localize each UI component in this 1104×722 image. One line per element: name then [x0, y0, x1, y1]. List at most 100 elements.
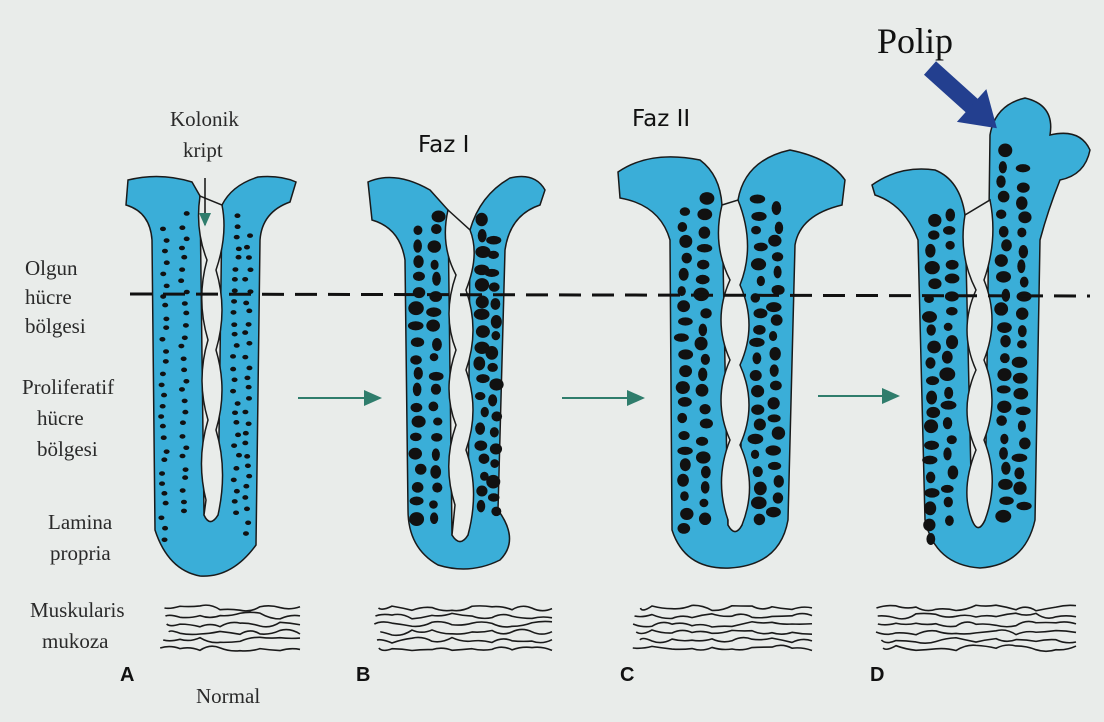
nucleus [1013, 388, 1028, 400]
nucleus [473, 357, 485, 371]
nucleus [682, 253, 692, 264]
nucleus [247, 267, 253, 272]
nucleus [751, 405, 764, 415]
nucleus [474, 309, 490, 320]
nucleus [772, 201, 782, 215]
nucleus [774, 475, 784, 488]
nucleus [160, 404, 166, 409]
nucleus [489, 282, 500, 291]
nucleus [924, 501, 936, 515]
nucleus [182, 410, 188, 415]
nucleus [476, 485, 487, 496]
nucleus [922, 311, 937, 323]
nucleus [700, 308, 711, 318]
nucleus [997, 401, 1011, 413]
nucleus [232, 277, 238, 282]
nucleus [491, 315, 502, 329]
nucleus [162, 537, 168, 542]
nucleus [234, 213, 240, 218]
nucleus [410, 433, 422, 442]
nucleus [162, 303, 168, 308]
nucleus [432, 482, 442, 492]
nucleus [696, 384, 709, 397]
nucleus [161, 457, 167, 462]
nucleus [677, 447, 692, 455]
nucleus [757, 276, 765, 286]
muscle-fiber [377, 637, 552, 643]
nucleus [163, 349, 169, 354]
nucleus [928, 214, 941, 227]
nucleus [233, 466, 239, 471]
nucleus [751, 258, 766, 270]
nucleus [750, 194, 765, 203]
nucleus [182, 399, 188, 404]
nucleus [246, 255, 252, 260]
nucleus [184, 211, 190, 216]
nucleus [426, 320, 440, 332]
nucleus [490, 443, 502, 454]
nucleus [179, 225, 185, 230]
nucleus [158, 515, 164, 520]
nucleus [432, 448, 440, 461]
muscle-fiber [169, 630, 300, 635]
nucleus [181, 356, 187, 361]
nucleus [697, 209, 712, 221]
nucleus [234, 489, 240, 494]
label-kript: kript [183, 137, 223, 164]
panel-letter-a: A [120, 664, 134, 687]
panel-letter-c: C [620, 664, 634, 687]
nucleus [679, 268, 689, 281]
nucleus [768, 414, 781, 422]
nucleus [945, 274, 960, 284]
muscle-fiber [633, 645, 812, 650]
nucleus [477, 500, 485, 512]
nucleus [1018, 325, 1027, 337]
nucleus [161, 491, 167, 496]
nucleus [701, 466, 711, 478]
nucleus [182, 475, 188, 480]
nucleus [927, 324, 936, 335]
nucleus [484, 269, 499, 277]
nucleus [677, 300, 690, 312]
nucleus [769, 331, 777, 341]
nucleus [943, 447, 951, 460]
nucleus [679, 365, 692, 377]
nucleus [770, 381, 782, 391]
nucleus [750, 370, 762, 381]
nucleus [410, 497, 424, 506]
nucleus [431, 433, 442, 442]
nucleus [926, 472, 935, 484]
nucleus [230, 367, 236, 372]
nucleus [231, 443, 237, 448]
nucleus [486, 236, 501, 245]
nucleus [475, 422, 485, 434]
nucleus [243, 484, 249, 489]
nucleus [246, 421, 252, 426]
nucleus [751, 450, 759, 459]
nucleus [432, 272, 441, 286]
nucleus [242, 495, 248, 500]
nucleus [489, 378, 503, 390]
nucleus [925, 261, 940, 274]
nucleus [678, 397, 692, 407]
muscle-fiber [878, 621, 1076, 626]
nucleus [247, 233, 253, 238]
nucleus [696, 451, 711, 463]
nucleus [699, 324, 708, 337]
nucleus [431, 384, 441, 395]
nucleus [478, 229, 487, 242]
nucleus [679, 235, 692, 248]
nucleus [751, 226, 761, 235]
nucleus [245, 520, 251, 525]
nucleus [159, 383, 165, 388]
nucleus [1019, 437, 1030, 449]
nucleus [164, 260, 170, 265]
nucleus [179, 267, 185, 272]
nucleus [181, 255, 187, 260]
nucleus [701, 354, 710, 365]
nucleus [232, 267, 238, 272]
nucleus [235, 401, 241, 406]
nucleus [475, 278, 489, 291]
nucleus [754, 418, 766, 430]
nucleus [182, 335, 188, 340]
